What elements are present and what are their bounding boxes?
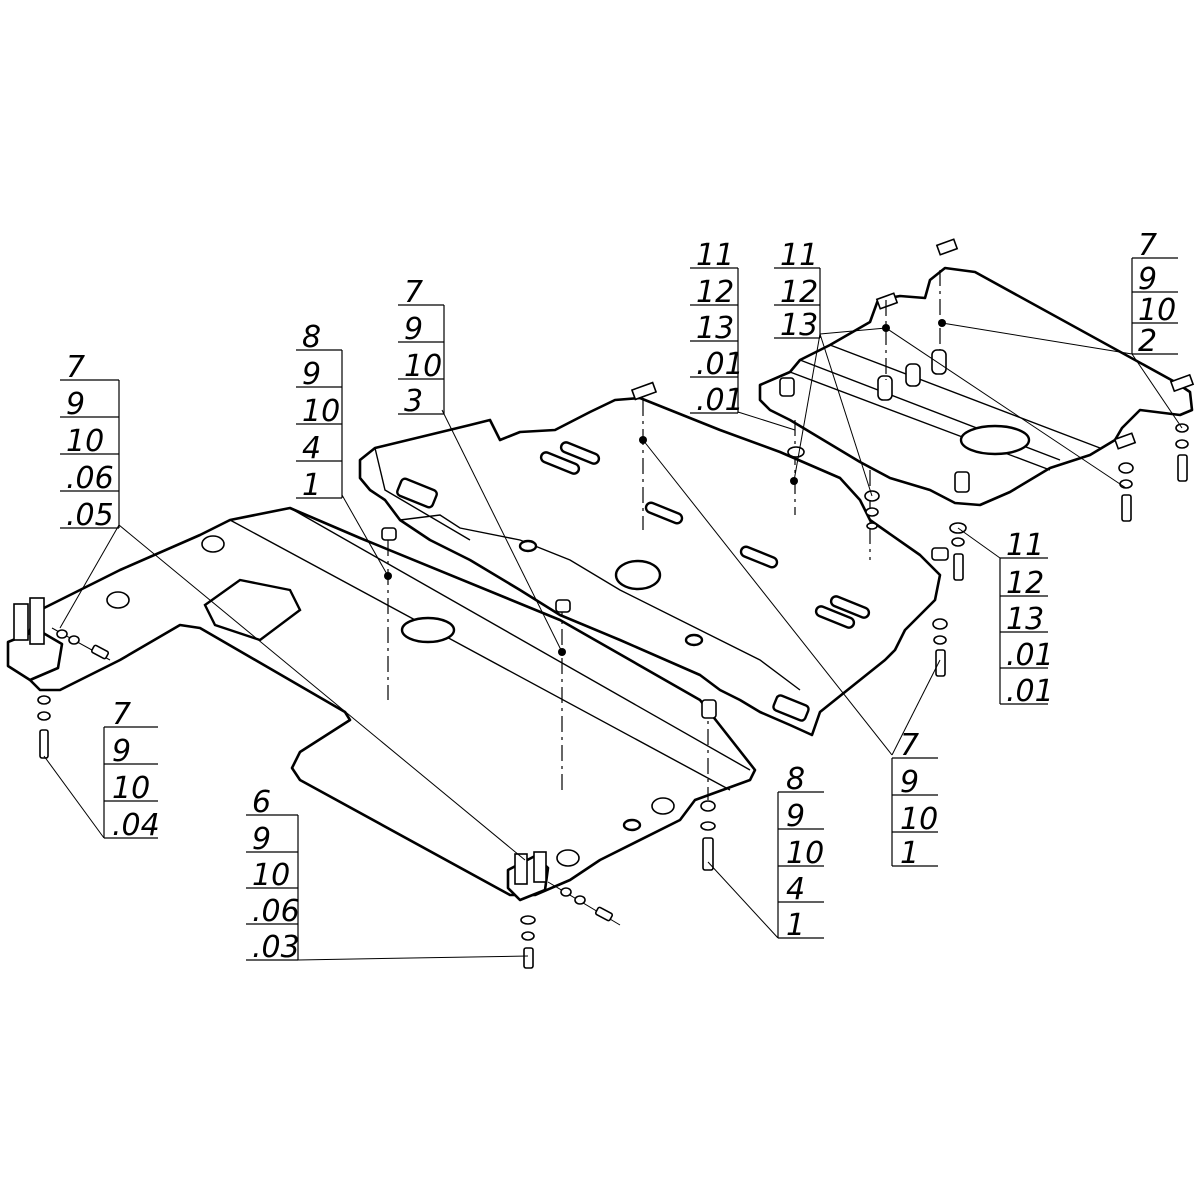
callout-F-item: 9 bbox=[1138, 262, 1157, 297]
callout-K-item: 7 bbox=[900, 728, 919, 763]
front-skid-plate bbox=[6, 506, 757, 902]
callout-H-item: 7 bbox=[112, 697, 131, 732]
callout-G: 11 12 13 .01 .01 bbox=[999, 528, 1054, 709]
callout-G-item: .01 bbox=[1006, 638, 1054, 673]
callout-C-item: 9 bbox=[404, 312, 423, 347]
callout-B-item: 8 bbox=[302, 320, 321, 355]
callout-B: 8 9 10 4 1 bbox=[296, 320, 343, 503]
callout-I: 6 9 10 .06 .03 bbox=[246, 785, 300, 965]
callout-J-item: 9 bbox=[786, 799, 805, 834]
callout-A-item: 10 bbox=[66, 424, 104, 459]
callout-K-item: 9 bbox=[900, 765, 919, 800]
callout-F-item: 2 bbox=[1138, 324, 1157, 359]
callout-G-item: 11 bbox=[1006, 528, 1044, 563]
callout-K: 7 9 10 1 bbox=[891, 728, 938, 871]
callout-C-item: 3 bbox=[404, 384, 423, 419]
callout-A-item: 7 bbox=[66, 350, 85, 385]
callout-C: 7 9 10 3 bbox=[398, 275, 445, 419]
callout-I-item: .06 bbox=[252, 894, 300, 929]
callout-H: 7 9 10 .04 bbox=[103, 697, 160, 843]
callout-A: 7 9 10 .06 .05 bbox=[60, 350, 120, 533]
callout-B-item: 9 bbox=[302, 357, 321, 392]
callout-K-item: 10 bbox=[900, 802, 938, 837]
callout-G-item: .01 bbox=[1006, 674, 1054, 709]
callout-G-item: 13 bbox=[1006, 602, 1044, 637]
callout-I-item: 9 bbox=[252, 822, 271, 857]
leader-lines bbox=[43, 322, 1183, 961]
callout-F: 7 9 10 2 bbox=[1131, 228, 1178, 359]
callout-F-item: 10 bbox=[1138, 293, 1176, 328]
callout-J: 8 9 10 4 1 bbox=[777, 762, 824, 943]
callout-E: 11 12 13 bbox=[774, 238, 821, 343]
callout-B-item: 4 bbox=[302, 431, 321, 466]
callout-D-item: 13 bbox=[696, 311, 734, 346]
callout-E-item: 13 bbox=[780, 308, 818, 343]
callout-E-item: 12 bbox=[780, 275, 818, 310]
callout-E-item: 11 bbox=[780, 238, 818, 273]
callout-I-item: .03 bbox=[252, 930, 300, 965]
callout-G-item: 12 bbox=[1006, 566, 1044, 601]
callout-H-item: .04 bbox=[112, 808, 160, 843]
callout-A-item: 9 bbox=[66, 387, 85, 422]
callout-J-item: 8 bbox=[786, 762, 805, 797]
callout-I-item: 10 bbox=[252, 858, 290, 893]
callout-I-item: 6 bbox=[252, 785, 271, 820]
callout-D-item: 11 bbox=[696, 238, 734, 273]
callout-J-item: 4 bbox=[786, 872, 805, 907]
rear-skid-plate bbox=[758, 238, 1195, 507]
callout-J-item: 1 bbox=[786, 908, 805, 943]
callout-C-item: 7 bbox=[404, 275, 423, 310]
callout-H-item: 10 bbox=[112, 771, 150, 806]
callout-A-item: .06 bbox=[66, 461, 114, 496]
callout-D-item: .01 bbox=[696, 347, 744, 382]
callout-D: 11 12 13 .01 .01 bbox=[690, 238, 744, 418]
callout-D-item: 12 bbox=[696, 275, 734, 310]
callout-H-item: 9 bbox=[112, 734, 131, 769]
callout-J-item: 10 bbox=[786, 836, 824, 871]
callout-B-item: 10 bbox=[302, 394, 340, 429]
callout-A-item: .05 bbox=[66, 498, 114, 533]
callout-B-item: 1 bbox=[302, 468, 321, 503]
callout-K-item: 1 bbox=[900, 836, 919, 871]
callout-C-item: 10 bbox=[404, 349, 442, 384]
callout-F-item: 7 bbox=[1138, 228, 1157, 263]
callout-D-item: .01 bbox=[696, 383, 744, 418]
